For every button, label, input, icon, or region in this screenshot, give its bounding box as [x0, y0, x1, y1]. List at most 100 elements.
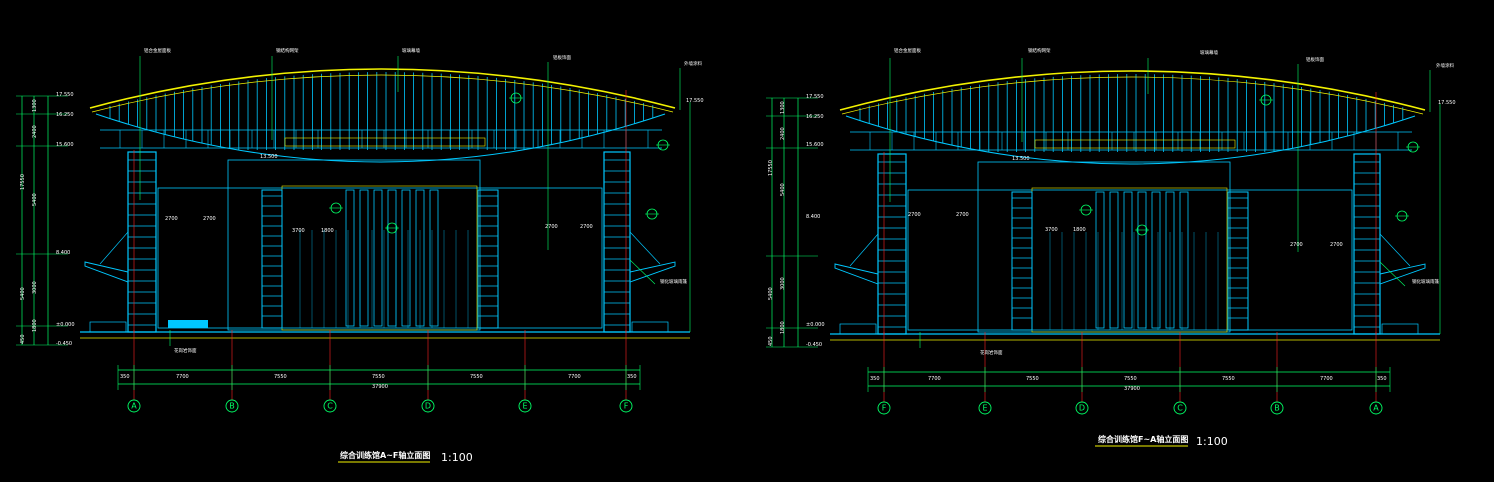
elevation-marks: 17.550 16.250 15.600 13.500 8.400 ±0.000… — [806, 94, 1456, 348]
grid-bubble-2: B — [225, 399, 239, 413]
roof-inner-arc — [841, 76, 1424, 115]
inner-column — [477, 189, 499, 329]
roof-top-arc — [839, 70, 1426, 111]
vdim-2: 2400 — [32, 125, 38, 138]
note-curtain-wall: 玻璃幕墙 — [402, 47, 420, 54]
interior-dimensions: 2700 2700 3700 1800 2700 2700 — [908, 212, 1343, 248]
facade-frame — [907, 189, 1353, 331]
roof-ribs — [859, 74, 1404, 152]
elev-roof-eave: 16.250 — [806, 114, 824, 120]
elev-mid: 8.400 — [56, 250, 70, 256]
canopy-left — [834, 263, 879, 285]
canopy-strut — [99, 231, 129, 265]
mid-dim-1: 2700 — [908, 212, 921, 218]
end-dim-right: 350 — [627, 374, 637, 380]
mid-dim-1: 2700 — [165, 216, 178, 222]
elevation-marks: 17.550 16.250 15.600 13.500 8.400 ±0.000… — [56, 92, 704, 347]
svg-text:F: F — [882, 404, 887, 413]
roof-top-arc — [89, 68, 676, 109]
svg-text:B: B — [1274, 404, 1280, 413]
bay-dim-3: 7550 — [1124, 376, 1137, 382]
structure-lines — [766, 58, 1441, 402]
note-space-frame: 钢结构网架 — [276, 47, 299, 54]
leader-line — [629, 259, 656, 285]
glass-mullion — [345, 189, 355, 327]
vertical-dimensions: 1300 2400 17550 5400 3000 5400 1800 450 — [768, 101, 786, 346]
roof-inner-arc — [91, 74, 674, 113]
overall-dim: 37900 — [1124, 386, 1140, 392]
bay-dim-2: 7550 — [1026, 376, 1039, 382]
glass-mullion — [1151, 191, 1161, 329]
note-aluminum: 铝板饰面 — [1306, 56, 1324, 63]
bay-dim-4: 7550 — [470, 374, 483, 380]
bay-dimensions: 350 7700 7550 7550 7550 7700 350 37900 — [870, 376, 1387, 392]
vdim-6: 5400 — [20, 287, 26, 300]
elev-truss: 15.600 — [806, 142, 824, 148]
svg-text:F: F — [624, 402, 629, 411]
grid-bubble-1: A — [127, 399, 141, 413]
inner-column — [261, 189, 283, 329]
svg-text:A: A — [131, 402, 137, 411]
svg-text:A: A — [1373, 404, 1379, 413]
note-paint: 外墙涂料 — [684, 60, 702, 67]
truss-label-band — [284, 137, 486, 147]
bay-dim-3: 7550 — [372, 374, 385, 380]
note-space-frame: 钢结构网架 — [1028, 47, 1051, 54]
drawing-title: 综合训练馆F~A轴立面图 — [1098, 434, 1188, 444]
svg-text:E: E — [522, 402, 527, 411]
drawing-scale: 1:100 — [1196, 435, 1228, 448]
vdim-7: 1800 — [32, 319, 38, 332]
note-canopy: 钢化玻璃雨篷 — [1412, 278, 1439, 285]
elev-grade: -0.450 — [56, 341, 72, 347]
glass-mullion — [1179, 191, 1189, 329]
grid-bubble-5: E — [518, 399, 532, 413]
canopy-left — [84, 261, 129, 283]
elev-grade: -0.450 — [806, 342, 822, 348]
mid-dim-4: 1800 — [1073, 227, 1086, 233]
svg-text:B: B — [229, 402, 235, 411]
glass-mullion — [1095, 191, 1105, 329]
vdim-4: 5400 — [780, 183, 786, 196]
plinth-left — [839, 323, 877, 335]
mid-dim-5: 2700 — [1290, 242, 1303, 248]
vdim-2: 2400 — [780, 127, 786, 140]
elev-roof-top: 17.550 — [56, 92, 74, 98]
facade-frame — [157, 187, 603, 329]
svg-text:E: E — [982, 404, 987, 413]
note-roof-panel: 铝合金屋面板 — [144, 47, 171, 54]
elev-canopy: 13.500 — [260, 154, 278, 160]
grid-bubble-3: C — [323, 399, 337, 413]
glass-mullion — [373, 189, 383, 327]
leader-notes: 铝合金屋面板 钢结构网架 玻璃幕墙 铝板饰面 外墙涂料 花岗岩饰面 钢化玻璃雨篷 — [894, 47, 1454, 356]
svg-text:D: D — [425, 402, 431, 411]
bay-dim-2: 7550 — [274, 374, 287, 380]
truss-label-band — [1034, 139, 1236, 149]
leader-notes: 铝合金屋面板 钢结构网架 玻璃幕墙 铝板饰面 外墙涂料 花岗岩饰面 钢化玻璃雨篷 — [144, 47, 702, 354]
grid-bubble-4: C — [1173, 401, 1187, 415]
svg-text:C: C — [327, 402, 333, 411]
mid-dim-6: 2700 — [580, 224, 593, 230]
grid-bubble-1: F — [877, 401, 891, 415]
elev-mid: 8.400 — [806, 214, 820, 220]
vdim-6: 5400 — [768, 287, 774, 300]
vdim-5: 3000 — [780, 277, 786, 290]
plinth-left — [89, 321, 127, 333]
elev-truss: 15.600 — [56, 142, 74, 148]
note-paint: 外墙涂料 — [1436, 62, 1454, 69]
grid-bubble-2: E — [978, 401, 992, 415]
vdim-8: 450 — [768, 336, 774, 346]
glass-mullion — [401, 189, 411, 327]
roof-ribs — [109, 72, 654, 150]
elev-roof-eave: 16.250 — [56, 112, 74, 118]
leader-line — [1379, 261, 1406, 287]
grid-bubble-3: D — [1075, 401, 1089, 415]
mid-dim-2: 2700 — [203, 216, 216, 222]
svg-text:D: D — [1079, 404, 1085, 413]
drawing-title: 综合训练馆A~F轴立面图 — [340, 450, 430, 460]
canopy-right — [1379, 263, 1426, 285]
glass-mullion — [429, 189, 439, 327]
bay-dim-1: 7700 — [928, 376, 941, 382]
glass-mullion — [1123, 191, 1133, 329]
